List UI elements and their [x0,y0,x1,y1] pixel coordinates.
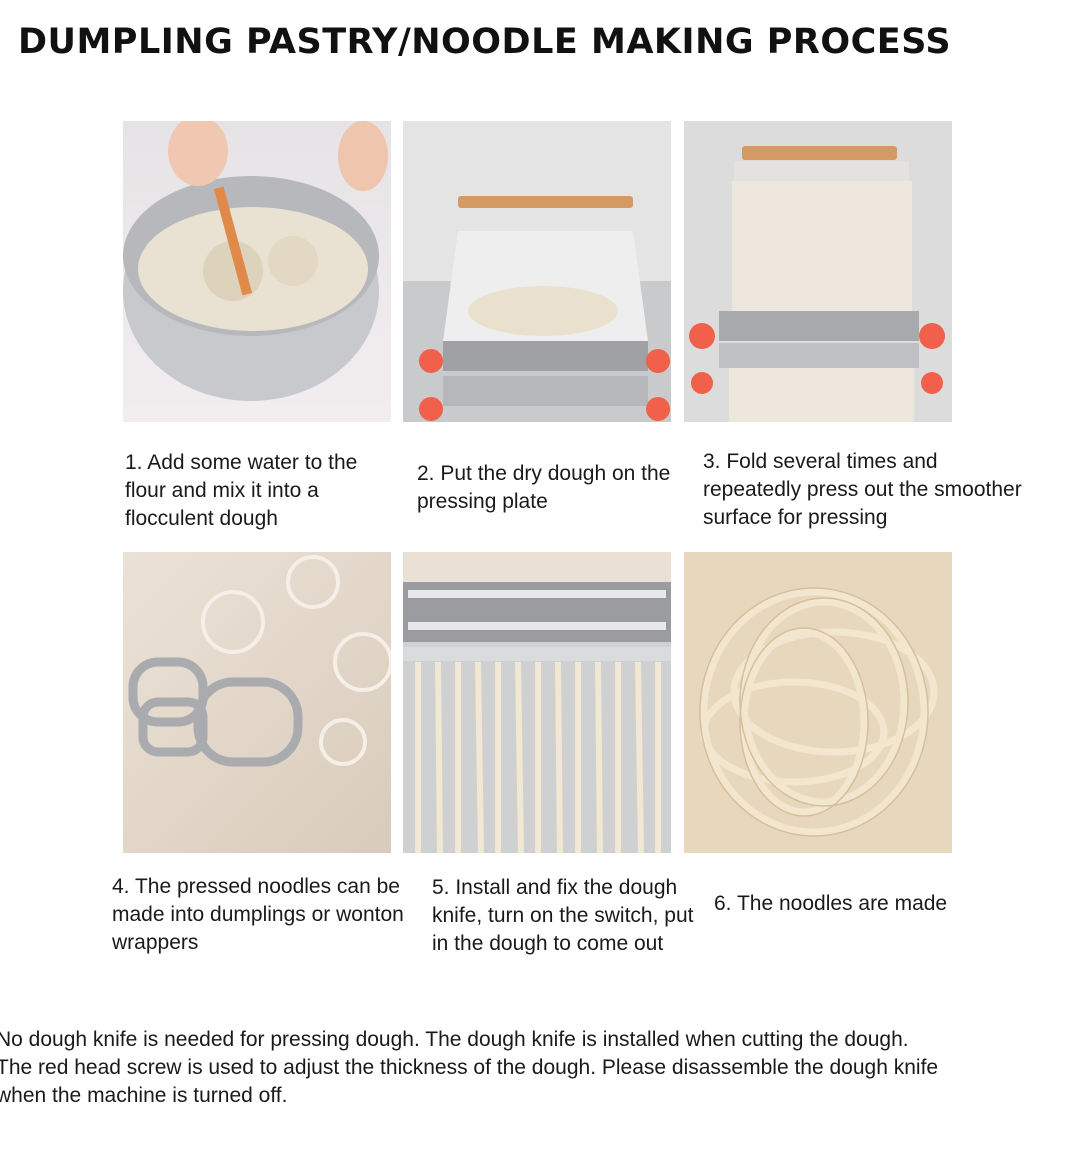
step-4-caption: 4. The pressed noodles can be made into … [112,875,404,954]
noodle-cutter-image [403,552,671,853]
finished-noodles-image [684,552,952,853]
dumpling-cutters-image [123,552,391,853]
step-1-caption: 1. Add some water to the flour and mix i… [125,451,358,530]
dough-on-pressing-plate-image [403,121,671,422]
page-title: DUMPLING PASTRY/NOODLE MAKING PROCESS [18,22,952,62]
note-line-3: when the machine is turned off. [0,1084,288,1107]
step-3-caption: 3. Fold several times and repeatedly pre… [703,450,1022,529]
usage-note: No dough knife is needed for pressing do… [0,1026,938,1110]
step-5-caption: 5. Install and fix the dough knife, turn… [432,876,694,955]
step-2-caption: 2. Put the dry dough on the pressing pla… [417,462,671,513]
flour-mixing-bowl-image [123,121,391,422]
step-6-caption: 6. The noodles are made [714,892,948,915]
note-line-1: No dough knife is needed for pressing do… [0,1028,909,1051]
pressed-dough-sheet-image [684,121,952,422]
note-line-2: The red head screw is used to adjust the… [0,1056,939,1079]
